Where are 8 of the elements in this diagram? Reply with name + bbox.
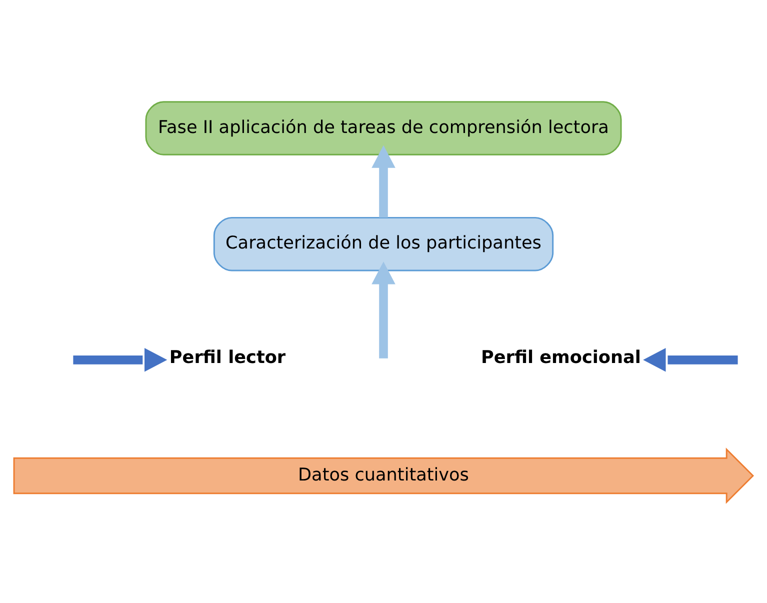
arrow	[73, 348, 168, 372]
node-text: Perfil lector	[169, 347, 286, 368]
arrow	[372, 261, 396, 358]
arrow	[643, 348, 738, 372]
node-box: Caracterización de los participantes	[213, 216, 554, 271]
node-box: Fase II aplicación de tareas de comprensión lectora	[145, 100, 622, 155]
arrow	[372, 144, 396, 218]
node-text: Perfil emocional	[481, 347, 641, 368]
